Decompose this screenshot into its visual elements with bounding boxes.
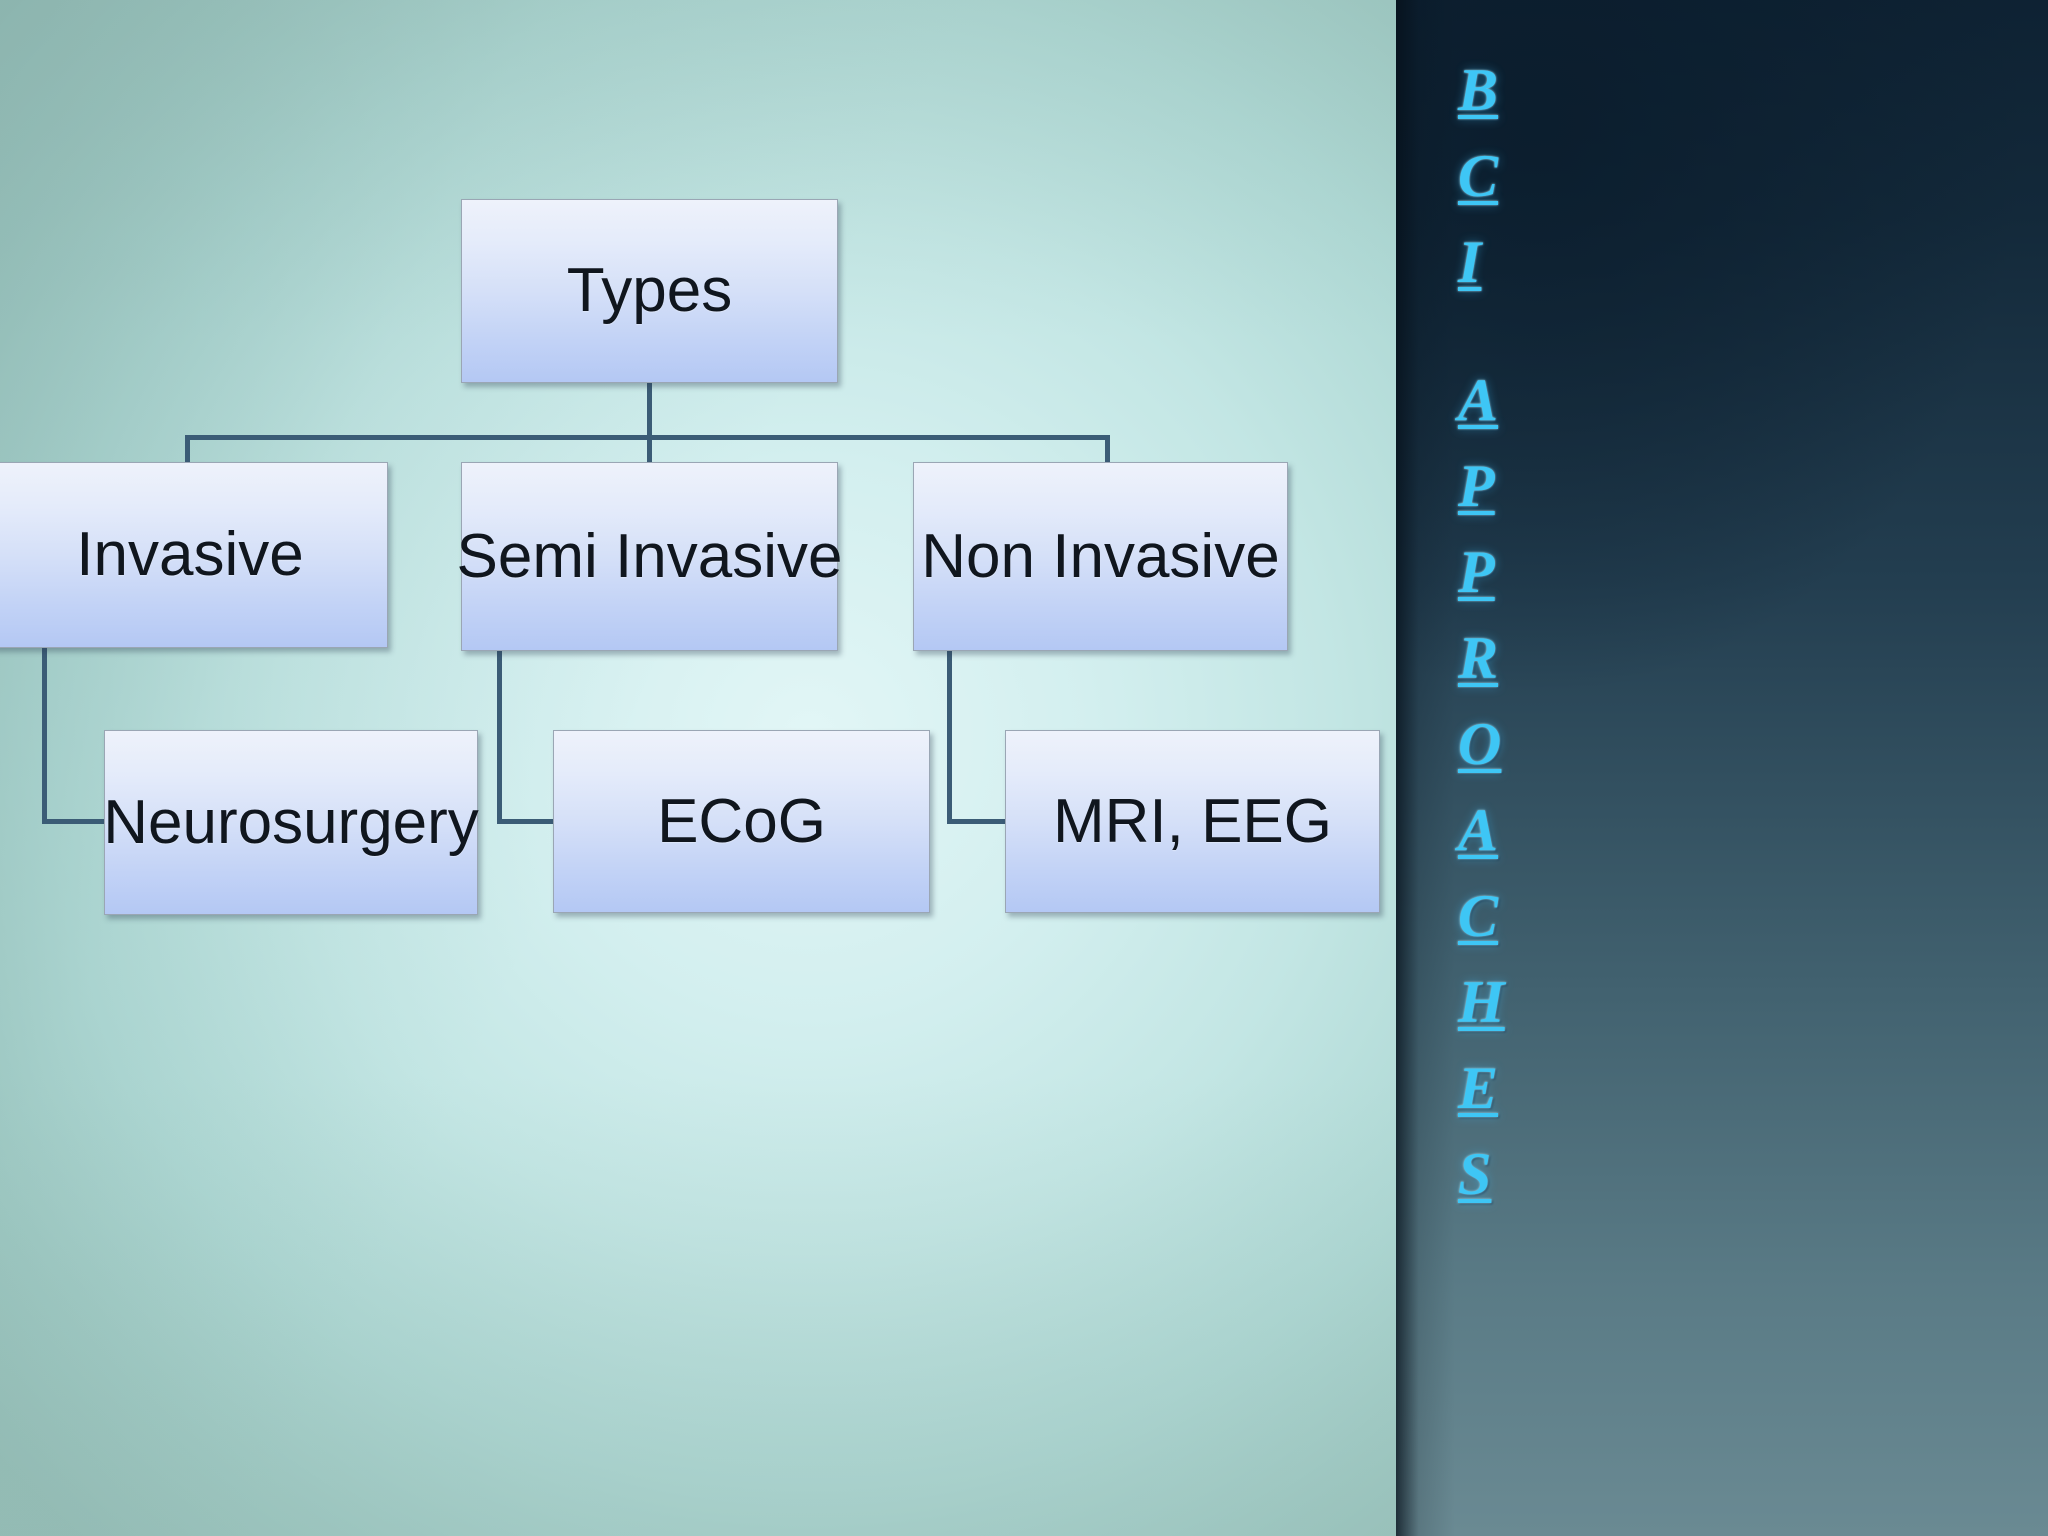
connector-semi-invasive-elbow bbox=[497, 819, 559, 824]
node-semi-invasive-label: Semi Invasive bbox=[456, 521, 843, 591]
sidebar-vertical-title: B C I A P P R O A C H E S bbox=[1396, 0, 2048, 1536]
node-semi-invasive[interactable]: Semi Invasive bbox=[457, 462, 842, 651]
node-mri-eeg[interactable]: MRI, EEG bbox=[1005, 730, 1380, 913]
connector-semi-invasive-stem bbox=[497, 651, 502, 824]
node-non-invasive[interactable]: Non Invasive bbox=[913, 462, 1288, 651]
node-invasive[interactable]: Invasive bbox=[0, 462, 388, 648]
node-types-label: Types bbox=[566, 256, 733, 325]
sidebar-letter-a1: A bbox=[1458, 367, 1499, 433]
node-ecog[interactable]: ECoG bbox=[553, 730, 930, 913]
connector-non-invasive-stem bbox=[947, 651, 952, 824]
sidebar-letter-r: R bbox=[1458, 625, 1499, 691]
connector-to-invasive bbox=[185, 435, 190, 465]
sidebar-letter-i: I bbox=[1458, 229, 1482, 295]
connector-to-semi-invasive bbox=[647, 435, 652, 465]
node-non-invasive-label: Non Invasive bbox=[921, 521, 1280, 591]
node-mri-eeg-label: MRI, EEG bbox=[1052, 786, 1333, 856]
connector-invasive-stem bbox=[42, 648, 47, 824]
connector-non-invasive-elbow bbox=[947, 819, 1011, 824]
node-ecog-label: ECoG bbox=[657, 786, 826, 856]
sidebar-letter-h: H bbox=[1458, 969, 1505, 1035]
sidebar-letter-p1: P bbox=[1458, 453, 1495, 519]
node-types[interactable]: Types bbox=[461, 199, 838, 383]
connector-to-non-invasive bbox=[1105, 435, 1110, 465]
sidebar-letter-p2: P bbox=[1458, 539, 1495, 605]
sidebar-letter-c2: C bbox=[1458, 883, 1499, 949]
node-neurosurgery[interactable]: Neurosurgery bbox=[103, 730, 479, 915]
sidebar-letter-o: O bbox=[1458, 711, 1502, 777]
connector-root-stem bbox=[647, 383, 652, 439]
sidebar-letter-a2: A bbox=[1458, 797, 1499, 863]
sidebar-letter-s: S bbox=[1458, 1141, 1492, 1207]
node-neurosurgery-label: Neurosurgery bbox=[103, 787, 479, 857]
connector-invasive-elbow bbox=[42, 819, 110, 824]
sidebar-letter-c: C bbox=[1458, 143, 1499, 209]
node-invasive-label: Invasive bbox=[76, 520, 304, 589]
sidebar-letter-b: B bbox=[1458, 57, 1499, 123]
sidebar-letter-e: E bbox=[1458, 1055, 1499, 1121]
